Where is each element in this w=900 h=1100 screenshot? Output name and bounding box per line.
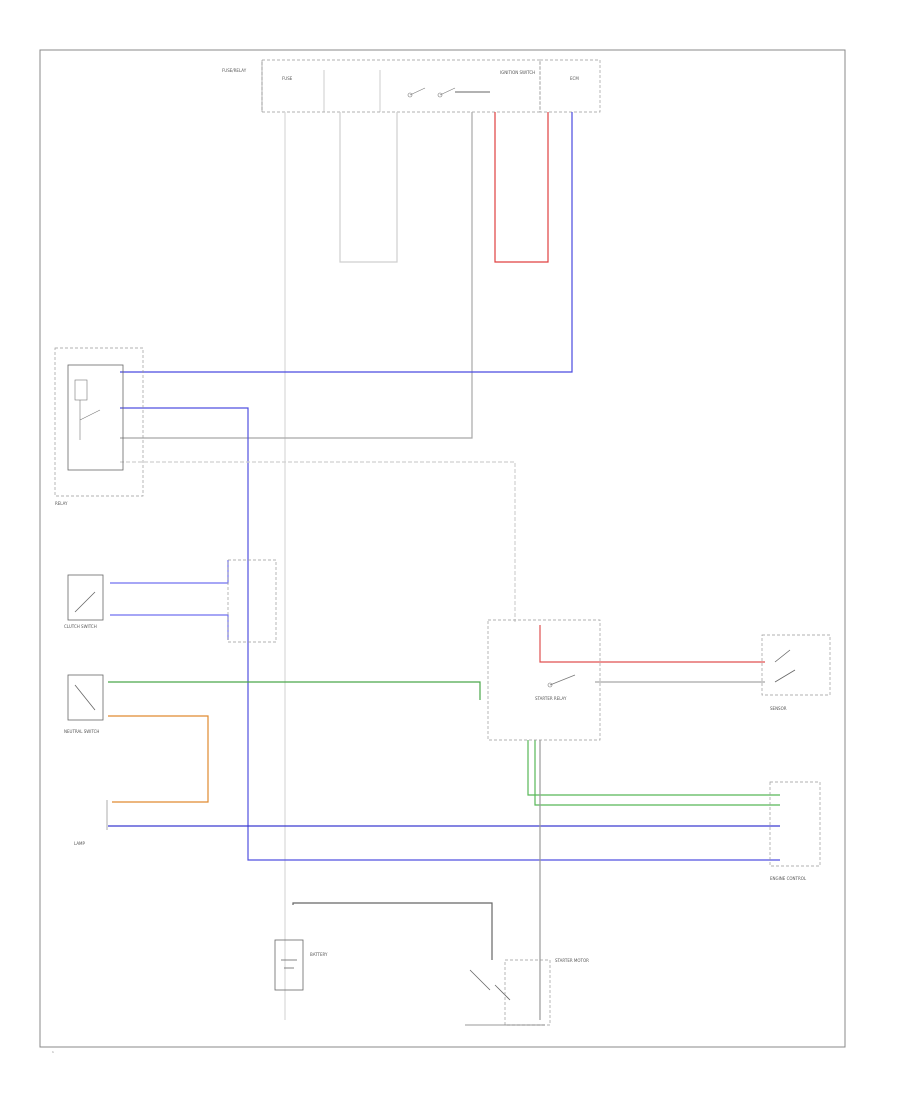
clutch-switch: CLUTCH SWITCH [64, 574, 104, 629]
diagram-border [39, 49, 846, 1048]
engine-control-label: ENGINE CONTROL [770, 876, 807, 881]
ecm-label: ECM [570, 76, 579, 81]
top-component-cluster: FUSE/RELAY FUSE IGNITION SWITCH ECM [222, 59, 601, 113]
wire-purple-1 [110, 560, 229, 584]
transmission-sensor: SENSOR [761, 634, 831, 711]
starter-motor-label: STARTER MOTOR [555, 958, 589, 963]
wire-green-3 [534, 740, 780, 806]
battery: BATTERY [274, 939, 328, 991]
wires [108, 112, 780, 1020]
ignition-switch-label: IGNITION SWITCH [500, 70, 535, 75]
page-number: 1 [52, 1050, 54, 1054]
wire-red-top [494, 112, 549, 263]
wire-white-loop [339, 112, 398, 263]
wire-white-dash [120, 461, 516, 622]
battery-label: BATTERY [310, 952, 328, 957]
wire-blue-long [120, 407, 780, 861]
junction-box [227, 559, 277, 643]
wire-orange [108, 715, 209, 803]
starter-relay: STARTER RELAY [487, 619, 601, 741]
top-fuses-label: FUSE [282, 76, 293, 81]
neutral-switch: NEUTRAL SWITCH [64, 674, 104, 734]
wire-black-battery [292, 902, 493, 960]
wire-red-relay [539, 625, 765, 663]
fuse-block-label: FUSE/RELAY [222, 68, 247, 73]
clutch-switch-label: CLUTCH SWITCH [64, 624, 97, 629]
transmission-sensor-label: SENSOR [770, 706, 787, 711]
neutral-switch-label: NEUTRAL SWITCH [64, 729, 99, 734]
wire-gray-1 [120, 112, 473, 439]
starter-motor: STARTER MOTOR [465, 958, 589, 1026]
left-relay-block: RELAY [54, 347, 144, 506]
wire-green-1 [108, 681, 481, 700]
wire-purple-2 [110, 614, 229, 640]
license-lamp: LAMP [74, 800, 108, 846]
wire-blue-top [120, 112, 573, 373]
starter-relay-label: STARTER RELAY [535, 696, 567, 701]
left-relay-label: RELAY [55, 501, 68, 506]
license-lamp-label: LAMP [74, 841, 86, 846]
wire-green-2 [527, 740, 780, 796]
engine-control-connector: ENGINE CONTROL [769, 781, 821, 881]
